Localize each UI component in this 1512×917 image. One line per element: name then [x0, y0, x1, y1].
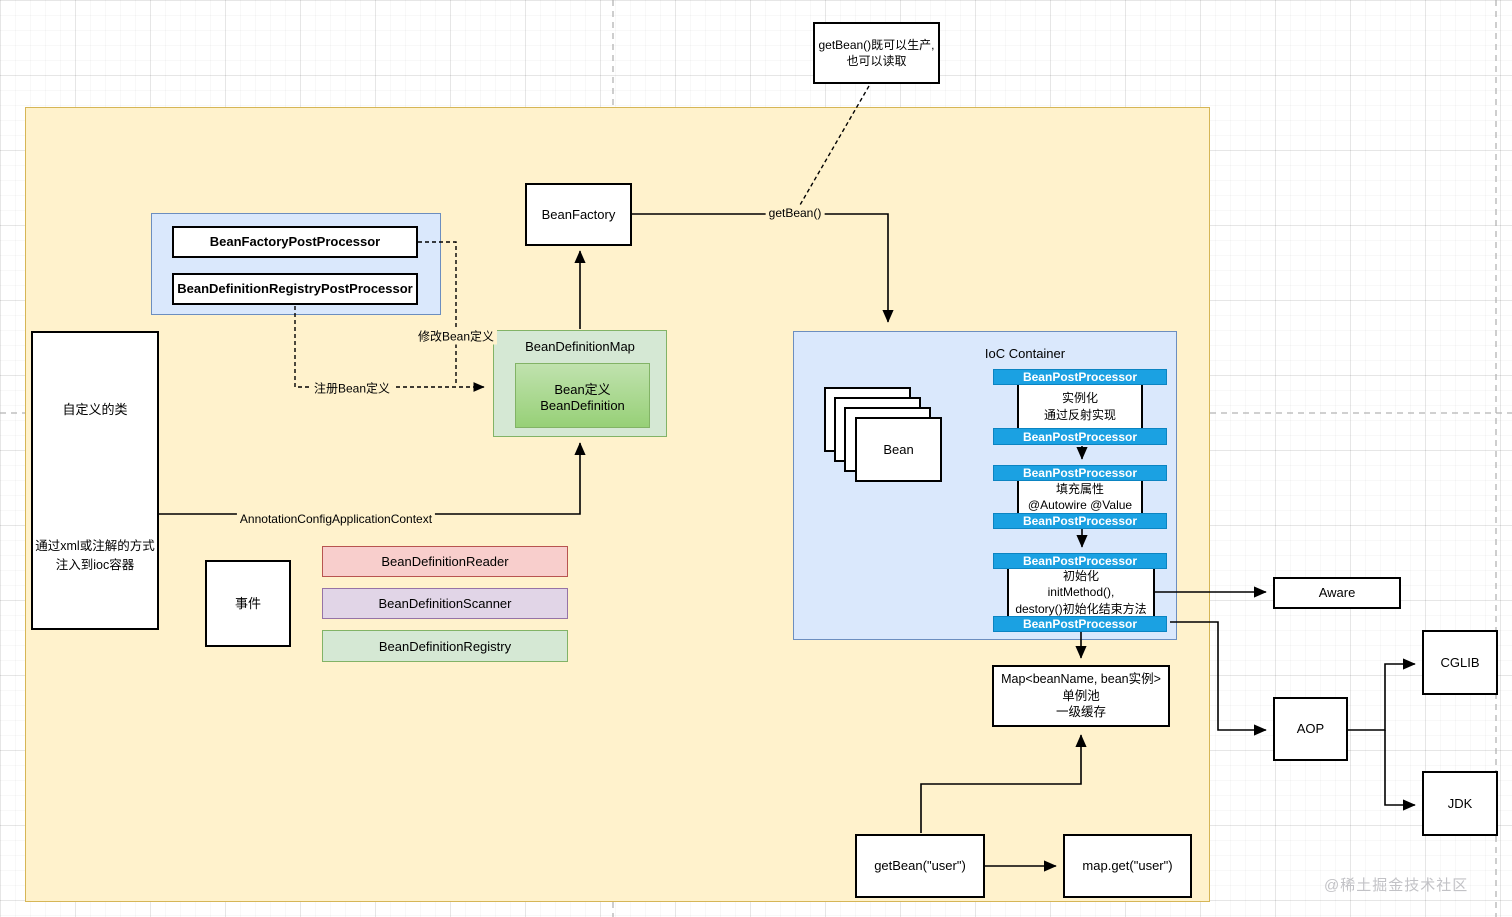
edge-label-register: 注册Bean定义	[310, 379, 394, 397]
edge-label-modify: 修改Bean定义	[414, 327, 498, 345]
beanpostprocessor-bar-5: BeanPostProcessor	[993, 553, 1167, 569]
connector-aop-to-cglib	[1348, 658, 1416, 731]
event-box: 事件	[205, 560, 291, 647]
custom-class-box	[31, 331, 159, 630]
step-populate-box: 填充属性 @Autowire @Value	[1017, 481, 1143, 513]
note-getbean-box: getBean()既可以生产, 也可以读取	[813, 22, 940, 84]
getbean-user-box: getBean("user")	[855, 834, 985, 898]
cglib-box: CGLIB	[1422, 630, 1498, 695]
step-instantiate-box: 实例化 通过反射实现	[1017, 385, 1143, 428]
step-init-box: 初始化 initMethod(), destory()初始化结束方法	[1007, 569, 1155, 616]
watermark: @稀土掘金技术社区	[1324, 877, 1469, 894]
aware-box: Aware	[1273, 577, 1401, 609]
aop-box: AOP	[1273, 697, 1348, 761]
beandefinitionmap-title: BeanDefinitionMap	[525, 339, 635, 354]
beanpostprocessor-bar-1: BeanPostProcessor	[993, 369, 1167, 385]
custom-class-label-top: 自定义的类	[62, 402, 128, 417]
beanpostprocessor-bar-6: BeanPostProcessor	[993, 616, 1167, 632]
singleton-map-box: Map<beanName, bean实例> 单例池 一级缓存	[992, 665, 1170, 727]
beandefinition-inner-box: Bean定义 BeanDefinition	[515, 363, 650, 428]
beandefinitionscanner-bar: BeanDefinitionScanner	[322, 588, 568, 619]
beandefinitionreader-bar: BeanDefinitionReader	[322, 546, 568, 577]
beanfactorypostprocessor-box: BeanFactoryPostProcessor	[172, 226, 418, 258]
beandefinitionregistry-bar: BeanDefinitionRegistry	[322, 630, 568, 662]
ioc-container-title: IoC Container	[984, 346, 1066, 361]
custom-class-label-bottom: 通过xml或注解的方式 注入到ioc容器	[35, 539, 155, 572]
beanpostprocessor-bar-2: BeanPostProcessor	[993, 428, 1167, 445]
bean-card-front: Bean	[855, 417, 942, 482]
beanpostprocessor-bar-4: BeanPostProcessor	[993, 513, 1167, 529]
edge-label-annotation-context: AnnotationConfigApplicationContext	[236, 512, 436, 526]
beanpostprocessor-bar-3: BeanPostProcessor	[993, 465, 1167, 481]
jdk-box: JDK	[1422, 771, 1498, 836]
beanfactory-box: BeanFactory	[525, 183, 632, 246]
map-get-user-box: map.get("user")	[1063, 834, 1192, 898]
connector-aop-to-jdk	[1384, 730, 1416, 811]
edge-label-getbean: getBean()	[765, 206, 825, 220]
beandefinitionregistrypostprocessor-box: BeanDefinitionRegistryPostProcessor	[172, 273, 418, 305]
